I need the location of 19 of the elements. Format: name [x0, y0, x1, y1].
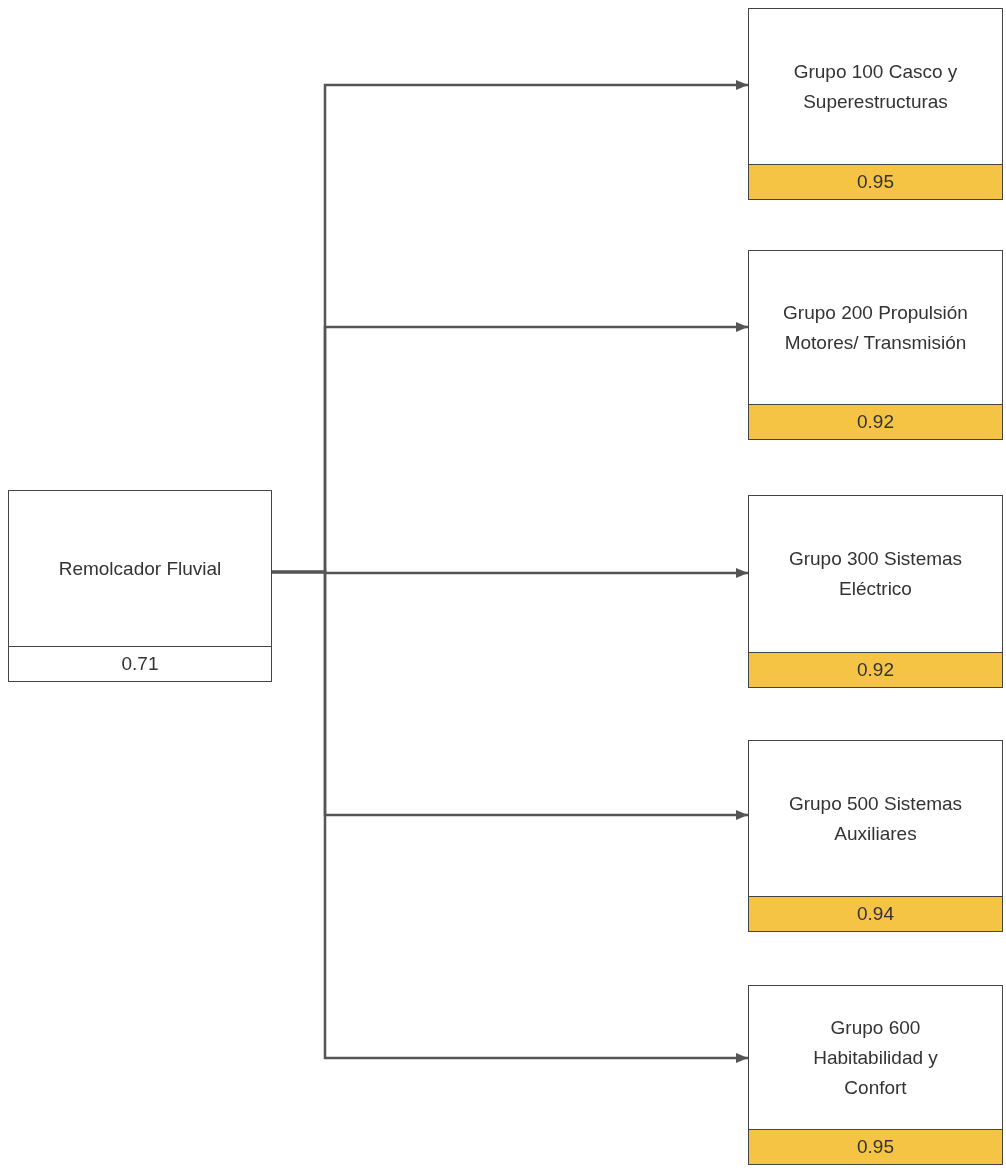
box-title: Remolcador Fluvial: [58, 556, 222, 581]
value-text: 0.92: [857, 657, 894, 682]
box-title: Grupo 500 Sistemas Auxiliares: [787, 791, 964, 846]
box-title: Grupo 200 Propulsión Motores/ Transmisión: [782, 300, 969, 355]
value-text: 0.95: [857, 1134, 894, 1159]
process-box: [748, 740, 1003, 932]
process-box: [8, 490, 272, 682]
process-box: [748, 985, 1003, 1165]
process-box: [748, 250, 1003, 440]
value-text: 0.92: [857, 409, 894, 434]
value-text: 0.71: [121, 651, 159, 676]
box-title: Grupo 100 Casco y Superestructuras: [792, 59, 959, 114]
process-box: [748, 8, 1003, 200]
box-title: Grupo 600 Habitabilidad y Confort: [812, 1015, 939, 1100]
box-title: Grupo 300 Sistemas Eléctrico: [787, 547, 964, 601]
value-text: 0.95: [857, 169, 894, 194]
process-box: [748, 495, 1003, 688]
value-text: 0.94: [857, 901, 894, 926]
connector-arrow: [272, 570, 748, 1063]
